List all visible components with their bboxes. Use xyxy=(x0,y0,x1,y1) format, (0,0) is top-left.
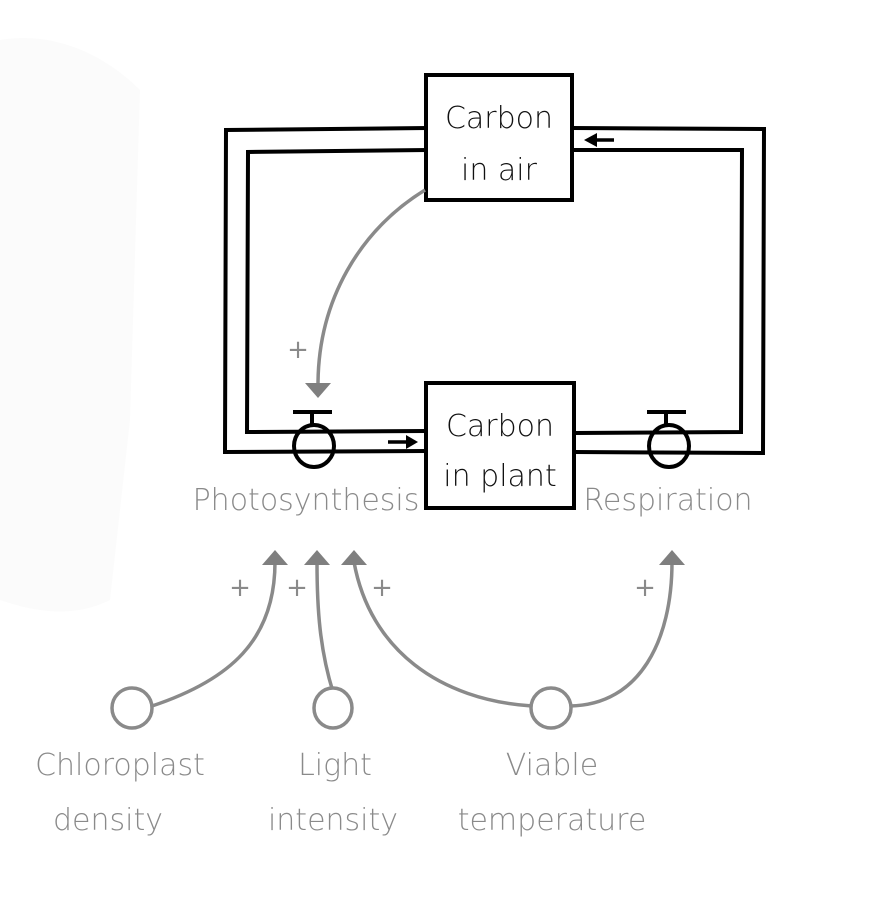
flow-direction-arrow-left xyxy=(584,133,614,147)
flow-pipe-inner xyxy=(244,148,429,435)
polarity-sign: + xyxy=(229,573,251,603)
aux-label-line1: Light xyxy=(298,748,372,783)
polarity-sign: + xyxy=(286,573,308,603)
link-carbon-in-air-to-photosynthesis: + xyxy=(287,188,426,398)
auxiliary-circle xyxy=(529,686,573,730)
aux-chloroplast-density[interactable]: + Chloroplast density xyxy=(35,550,288,838)
arrowhead-icon xyxy=(341,550,367,565)
link-light-to-photosynthesis xyxy=(315,561,335,693)
polarity-sign: + xyxy=(371,573,393,603)
aux-viable-temperature[interactable]: + + Viable temperature xyxy=(341,550,685,838)
aux-light-intensity[interactable]: + Light intensity xyxy=(268,550,398,838)
aux-label-line2: density xyxy=(53,803,163,838)
link-chloroplast-to-photosynthesis xyxy=(151,561,277,708)
link-temperature-to-photosynthesis xyxy=(352,561,533,708)
flow-label-respiration: Respiration xyxy=(583,483,752,518)
return-pipe-outer xyxy=(571,126,767,456)
stock-carbon-in-air[interactable]: Carbon in air xyxy=(424,73,574,202)
stock-box xyxy=(424,381,576,510)
aux-label-line2: intensity xyxy=(268,803,398,838)
stock-carbon-in-plant[interactable]: Carbon in plant xyxy=(424,381,576,510)
stock-label-line1: Carbon xyxy=(445,101,553,136)
aux-label-line2: temperature xyxy=(458,803,647,838)
arrowhead-icon xyxy=(305,383,331,398)
arrowhead-icon xyxy=(304,550,330,565)
auxiliary-circle xyxy=(312,686,354,730)
stock-label-line1: Carbon xyxy=(446,409,554,444)
polarity-sign: + xyxy=(634,573,656,603)
aux-label-line1: Chloroplast xyxy=(35,748,205,783)
link-temperature-to-respiration xyxy=(569,561,674,708)
auxiliary-circle xyxy=(110,686,154,730)
aux-label-line1: Viable xyxy=(506,748,598,783)
valve-respiration-icon[interactable] xyxy=(647,410,691,469)
flow-pipe-outer xyxy=(222,126,429,455)
background-shading xyxy=(0,38,140,612)
flow-direction-arrow-right xyxy=(388,435,418,449)
arrowhead-icon xyxy=(659,550,685,565)
valve-photosynthesis-icon[interactable] xyxy=(292,410,336,469)
arrowhead-icon xyxy=(262,550,288,565)
return-pipe-inner xyxy=(572,148,745,435)
stock-label-line2: in plant xyxy=(443,459,556,494)
stock-label-line2: in air xyxy=(461,153,538,188)
flow-label-photosynthesis: Photosynthesis xyxy=(193,483,420,518)
stock-box xyxy=(424,73,574,202)
polarity-sign: + xyxy=(287,335,309,365)
